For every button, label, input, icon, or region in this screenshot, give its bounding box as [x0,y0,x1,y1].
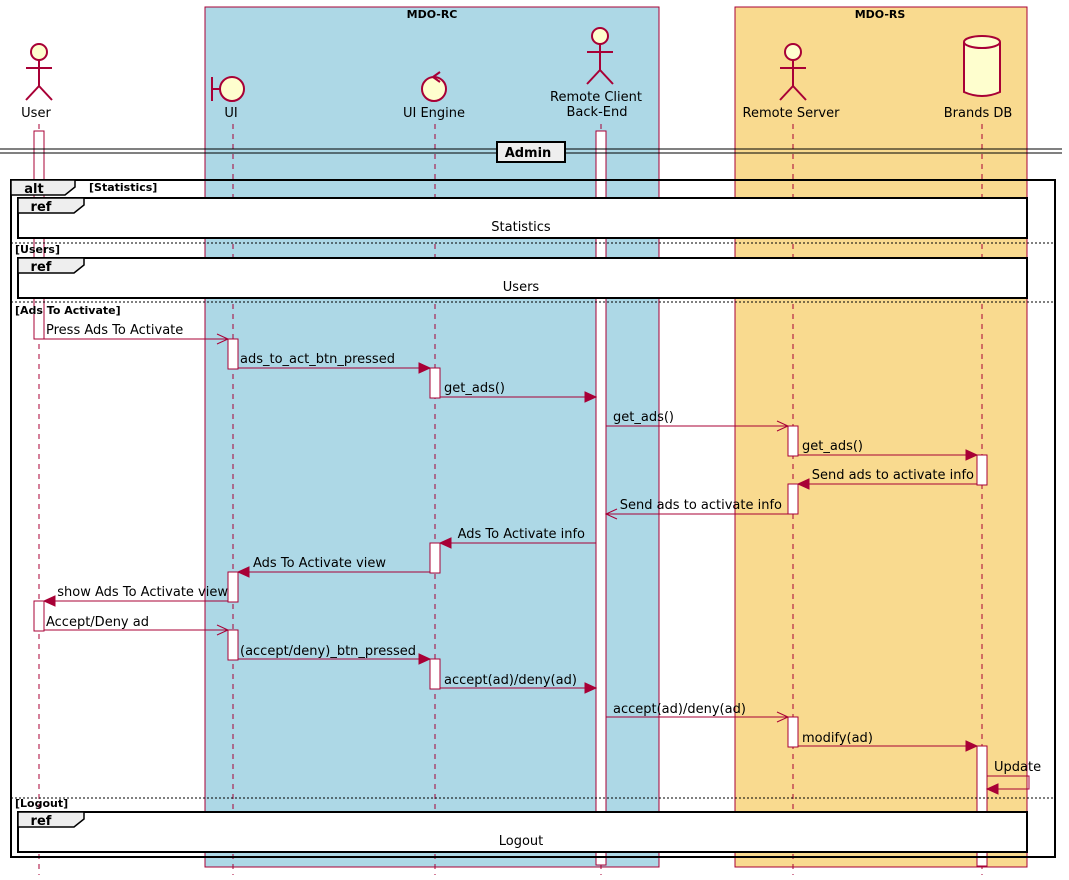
participant-label-brands-db: Brands DB [944,106,1013,121]
arrowhead-open [216,333,230,345]
message-label: (accept/deny)_btn_pressed [240,644,416,659]
activation-db-2 [976,745,988,867]
ref-logout: ref Logout [17,811,1028,853]
box-title-mdo-rs: MDO-RS [855,8,906,21]
activation-user-2 [33,600,45,632]
arrowhead-filled [418,362,432,374]
alt-guard-logout: [Logout] [15,797,68,810]
message-label: get_ads() [444,381,505,396]
participant-ui: UI [211,76,245,121]
ref-statistics: ref Statistics [17,197,1028,239]
actor-icon [25,43,53,101]
activation-server-1 [787,425,799,457]
participant-user: User [21,43,53,121]
participant-backend: Remote Client Back-End [550,27,642,120]
ref-text-statistics: Statistics [491,220,551,235]
participant-remote-server: Remote Server [743,43,841,121]
message-label: Send ads to activate info [812,468,974,483]
divider-admin: Admin [0,141,1062,163]
arrowhead-filled [965,740,979,752]
alt-guard-users: [Users] [15,243,60,256]
arrowhead-filled [965,449,979,461]
message-label: accept(ad)/deny(ad) [444,673,577,688]
ref-text-logout: Logout [499,834,544,849]
message-label: Update [994,760,1041,775]
divider-label: Admin [505,146,552,161]
activation-engine-1 [429,367,441,399]
activation-server-3 [787,716,799,748]
box-mdo-rs: MDO-RS [734,6,1028,868]
message-label: Ads To Activate info [458,527,585,542]
message-label: Press Ads To Activate [46,323,183,338]
activation-ui-1 [227,338,239,370]
message-label: Ads To Activate view [253,556,386,571]
message-label: get_ads() [802,439,863,454]
participant-label-user: User [21,106,51,121]
ref-text-users: Users [503,280,540,295]
message-label: Accept/Deny ad [46,615,149,630]
participant-brands-db: Brands DB [944,35,1013,121]
arrowhead-filled [418,653,432,665]
arrowhead-filled [584,391,598,403]
arrowhead-filled [42,595,56,607]
alt-guard-ads-to-activate: [Ads To Activate] [15,304,121,317]
activation-ui-2 [227,571,239,603]
arrowhead-open [776,420,790,432]
arrowhead-filled [985,783,999,795]
message-label: Send ads to activate info [620,498,782,513]
message-label: modify(ad) [802,731,873,746]
actor-icon [586,27,614,85]
ref-keyword: ref [31,200,52,215]
message-arrow-self [987,775,1030,790]
box-mdo-rc: MDO-RC [204,6,660,868]
actor-icon [779,43,807,101]
arrowhead-open [776,711,790,723]
activation-engine-2 [429,542,441,574]
ref-keyword: ref [31,814,52,829]
message-label: show Ads To Activate view [57,585,228,600]
arrowhead-open [216,624,230,636]
participant-label-ui: UI [224,106,237,121]
participant-label-backend-line1: Remote Client [550,90,642,105]
boundary-icon [211,76,245,102]
arrowhead-filled [796,478,810,490]
arrowhead-open [604,508,618,520]
alt-guard-statistics: [Statistics] [89,181,157,194]
arrowhead-filled [438,537,452,549]
message-label: get_ads() [613,410,674,425]
activation-db-1 [976,454,988,486]
activation-engine-3 [429,658,441,690]
activation-server-2 [787,483,799,515]
message-label: ads_to_act_btn_pressed [240,352,395,367]
messages: Press Ads To Activate ads_to_act_btn_pre… [42,323,1041,795]
activation-ui-3 [227,629,239,661]
ref-users: ref Users [17,257,1028,299]
alt-keyword: alt [24,182,43,197]
ref-keyword: ref [31,260,52,275]
participant-label-backend-line2: Back-End [567,105,628,120]
activation-backend [595,130,607,866]
participant-label-remote-server: Remote Server [743,106,841,121]
participant-label-ui-engine: UI Engine [403,106,465,121]
box-title-mdo-rc: MDO-RC [407,8,458,21]
control-icon [421,71,447,102]
database-icon [963,35,1001,97]
arrowhead-filled [584,682,598,694]
arrowhead-filled [236,566,250,578]
message-label: accept(ad)/deny(ad) [613,702,746,717]
alt-frame: alt [Statistics] ref Statistics [Users] … [10,179,1056,858]
participant-ui-engine: UI Engine [403,71,465,121]
